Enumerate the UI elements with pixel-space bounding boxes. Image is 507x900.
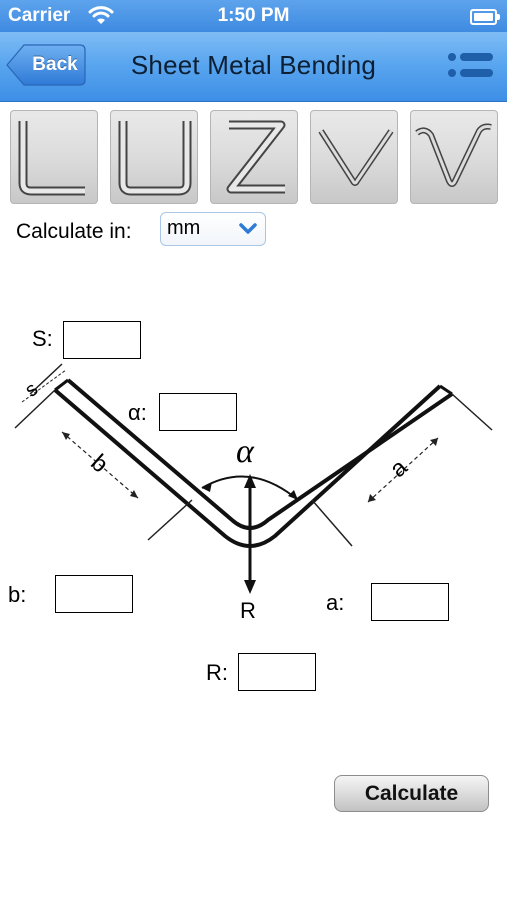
page-title: Sheet Metal Bending	[130, 50, 377, 80]
wifi-icon	[88, 6, 114, 24]
back-button-label: Back	[32, 54, 78, 75]
z-shape-icon	[226, 120, 286, 194]
status-bar: Carrier 1:50 PM	[0, 0, 507, 32]
r-label: R:	[206, 660, 228, 685]
battery-icon	[470, 9, 500, 25]
b-label: b:	[8, 582, 27, 607]
unit-select[interactable]: mm	[160, 212, 266, 246]
list-menu-icon[interactable]	[447, 51, 495, 81]
a-input[interactable]	[371, 583, 449, 621]
dimension-a-label: a	[385, 454, 413, 483]
shape-v-flange-button[interactable]	[410, 110, 498, 204]
dimension-alpha-label: α	[236, 433, 255, 470]
bend-diagram: s b a α R	[14, 363, 493, 623]
s-input[interactable]	[63, 321, 141, 359]
shape-z-button[interactable]	[210, 110, 298, 204]
shape-selector	[10, 110, 500, 204]
v-flange-shape-icon	[415, 123, 492, 187]
r-input[interactable]	[238, 653, 316, 691]
dimension-r-label: R	[240, 598, 256, 623]
shape-v-button[interactable]	[310, 110, 398, 204]
carrier-label: Carrier	[8, 5, 71, 26]
u-shape-icon	[118, 121, 192, 196]
dimension-b-label: b	[85, 449, 113, 478]
s-label: S:	[32, 326, 53, 351]
l-shape-icon	[18, 121, 85, 196]
chevron-down-icon	[239, 223, 257, 234]
alpha-input[interactable]	[159, 393, 237, 431]
clock: 1:50 PM	[217, 5, 290, 26]
calculate-button[interactable]: Calculate	[334, 775, 489, 812]
alpha-label: α:	[128, 400, 147, 425]
back-button[interactable]: Back	[6, 44, 86, 86]
a-label: a:	[326, 590, 345, 615]
calculate-in-label: Calculate in:	[16, 220, 132, 243]
unit-select-value: mm	[167, 217, 201, 239]
back-button-shape	[6, 44, 86, 86]
shape-l-button[interactable]	[10, 110, 98, 204]
b-input[interactable]	[55, 575, 133, 613]
v-shape-icon	[318, 129, 394, 186]
nav-bar: Back Sheet Metal Bending	[0, 32, 507, 102]
shape-u-button[interactable]	[110, 110, 198, 204]
